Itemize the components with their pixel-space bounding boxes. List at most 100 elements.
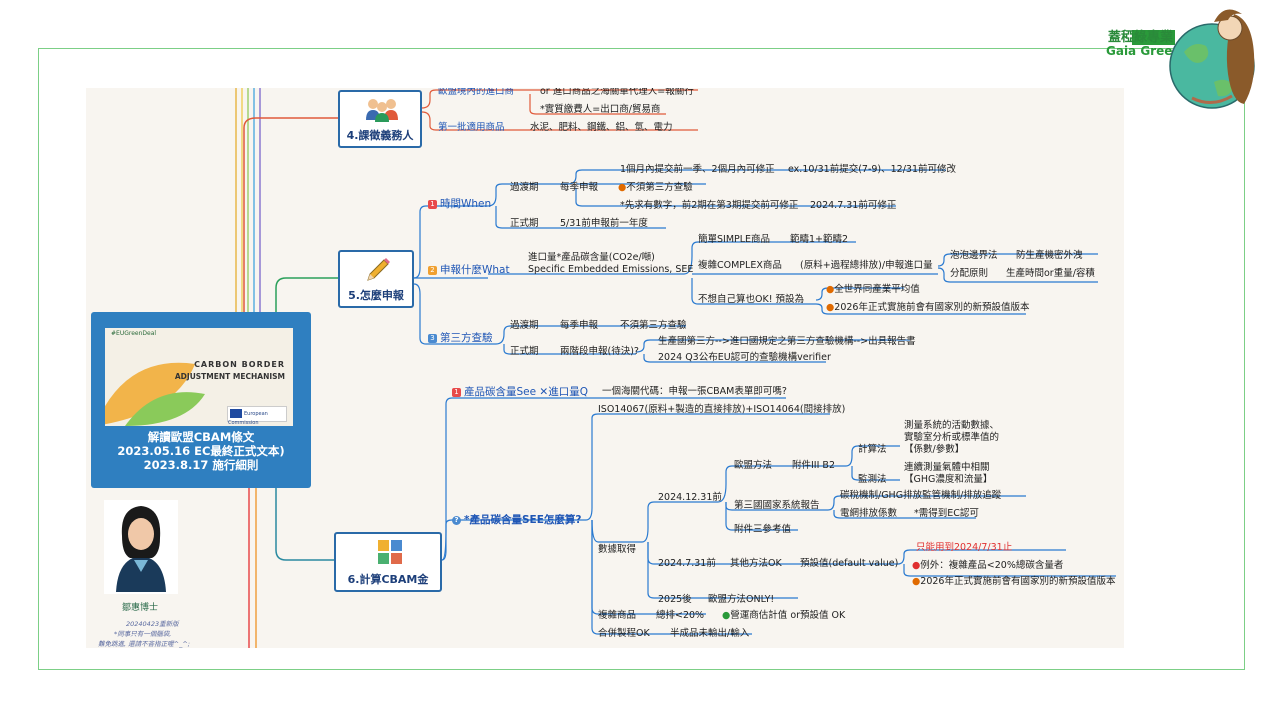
- sec5-third-transition: 過渡期: [510, 320, 539, 331]
- sec6-mon-1: 連續測量氣體中相關: [904, 462, 990, 473]
- mindmap-links: [235, 88, 1116, 648]
- sec5-diy-2: ●2026年正式實施前會有國家別的新預設值版本: [826, 302, 1030, 313]
- sec6-calc-1: 測量系統的活動數據、: [904, 420, 1000, 431]
- central-topic-cbam[interactable]: #EUGreenDeal CARBON BORDER ADJUSTMENT ME…: [91, 312, 311, 488]
- sec5-simple: 簡單SIMPLE商品: [698, 234, 771, 245]
- sec6-d1: 2024.12.31前: [658, 492, 722, 503]
- sec5-diy: 不想自己算也OK! 預設為: [698, 294, 805, 305]
- sec4-goods: 水泥、肥料、鋼鐵、鋁、氫、電力: [530, 122, 673, 133]
- sec4-agent: or 進口商品之海關單代理人=報關行: [540, 88, 694, 97]
- brand-name-cn: 蓋稏綠專業: [1106, 30, 1176, 45]
- pencil-icon: [367, 258, 390, 281]
- author-name: 鄒惠博士: [122, 603, 159, 613]
- sec6-third-country-1: 碳稅機制/GHG排放監管機制/排放追蹤: [840, 490, 1002, 501]
- sec6-default-only: 只能用到2024/7/31止: [916, 542, 1013, 553]
- sec4-first-batch: 第一批適用商品: [438, 122, 505, 133]
- sec6-mon-2: 【GHG濃度和流量】: [904, 474, 993, 485]
- sec6-grid-1: *需得到EC認可: [914, 508, 979, 519]
- sec6-calc-2: 實驗室分析或標準值的: [904, 432, 1000, 443]
- sec6-calc-3: 【係數/參數】: [904, 444, 965, 455]
- sec6-complex: 複雜商品: [598, 610, 637, 621]
- cover-title-2: ADJUSTMENT MECHANISM: [174, 372, 285, 381]
- node-6-label: 6.計算CBAM金: [347, 573, 429, 586]
- sec6-default: 預設值(default value): [800, 558, 899, 569]
- sec5-third-no-verify: 不須第三方查驗: [620, 320, 687, 331]
- sec6-annex3: 附件三參考值: [734, 524, 792, 535]
- sec5-alloc-1: 生產時間or重量/容積: [1006, 268, 1095, 279]
- author-note-3: 難免跳進, 還請不吝指正喔^_^;: [98, 640, 190, 648]
- sec6-iso: ISO14067(原料+製造的直接排放)+ISO14064(間接排放): [598, 404, 846, 415]
- sec6-q1-a: 一個海關代碼：申報一張CBAM表單即可嗎?: [602, 386, 787, 397]
- sec5-alloc: 分配原則: [950, 268, 989, 279]
- sec6-mon: 監測法: [858, 474, 887, 485]
- sec5-complex: 複雜COMPLEX商品: [698, 260, 782, 271]
- sec5-when-2: ●不須第三方查驗: [618, 182, 693, 193]
- sec6-grid: 電網排放係數: [840, 508, 898, 519]
- sec6-d3: 2025後: [658, 594, 692, 605]
- sec6-merge: 合併製程OK: [598, 628, 650, 639]
- sec5-when-1: 1個月內提交前一季、2個月內可修正: [620, 164, 775, 175]
- sec5-transition: 過渡期: [510, 182, 539, 193]
- node-4-label: 4.課徵義務人: [346, 129, 414, 142]
- sec5-when-1b: ex.10/31前提交(7-9)、12/31前可修改: [788, 164, 957, 175]
- sec6-d2: 2024.7.31前: [658, 558, 716, 569]
- author-avatar-icon: [104, 500, 178, 594]
- cover-title-1: CARBON BORDER: [194, 360, 285, 369]
- topic-node-5-report[interactable]: 5.怎麼申報: [338, 250, 414, 308]
- sec6-default-new: ●2026年正式實施前會有國家別的新預設值版本: [912, 576, 1116, 587]
- sec6-third-country: 第三國國家系統報告: [734, 500, 820, 511]
- sec5-complex-1: (原料+過程總排放)/申報進口量: [800, 260, 933, 271]
- sec6-annex-b2: 附件III B2: [792, 460, 835, 471]
- author-photo: [104, 500, 178, 594]
- people-group-icon: [366, 99, 398, 122]
- sec6-other: 其他方法OK: [730, 558, 782, 569]
- center-title-line3: 2023.8.17 施行細則: [143, 458, 259, 472]
- sec4-real-payer: *實質繳費人=出口商/貿易商: [540, 104, 661, 115]
- sec6-d3-a: 歐盟方法ONLY!: [708, 594, 775, 605]
- mindmap-canvas: #EUGreenDeal CARBON BORDER ADJUSTMENT ME…: [86, 88, 1124, 648]
- globe-girl-icon: [1169, 9, 1255, 109]
- sec5-diy-1: ●全世界同產業平均值: [826, 284, 920, 295]
- sec5-when-3b: 2024.7.31前可修正: [810, 200, 897, 211]
- sec5-simple-1: 範疇1+範疇2: [790, 234, 849, 245]
- node-5-label: 5.怎麼申報: [348, 289, 404, 302]
- sec5-formal-1: 5/31前申報前一年度: [560, 218, 648, 229]
- author-note-2: *同事只有一個腦袋,: [114, 630, 172, 638]
- sec6-data: 數據取得: [598, 544, 637, 555]
- sec5-what-2: Specific Embedded Emissions, SEE: [528, 264, 694, 275]
- sec6-eu-method: 歐盟方法: [734, 460, 773, 471]
- center-title-line1: 解讀歐盟CBAM條文: [147, 430, 255, 444]
- sec6-complex-1: 總排<20%: [656, 610, 705, 621]
- eu-logo: European Commission: [227, 406, 287, 426]
- sec5-third-two-2: 2024 Q3公布EU認可的查驗機構verifier: [658, 352, 831, 363]
- sec5-quarterly: 每季申報: [560, 182, 599, 193]
- sec6-calc: 計算法: [858, 444, 887, 455]
- sec6-complex-2: ●營運商估計值 or預設值 OK: [722, 610, 846, 621]
- sec5-third-quarterly: 每季申報: [560, 320, 599, 331]
- brand-name-en: Gaia Green: [1106, 44, 1181, 58]
- topic-node-6-calc[interactable]: 6.計算CBAM金: [334, 532, 442, 592]
- sec4-importer: 歐盟境內的進口商: [438, 88, 515, 97]
- slide-frame: [38, 48, 1245, 670]
- sec5-third-two-1: 生產國第三方-->進口國規定之第三方查驗機構-->出具報告書: [658, 336, 916, 347]
- sec5-when-3: *先求有數字，前2期在第3期提交前可修正: [620, 200, 799, 211]
- sec5-third-formal: 正式期: [510, 346, 539, 357]
- leaf-graphic-icon: [105, 362, 205, 426]
- sec5-what-1: 進口量*產品碳含量(CO2e/噸): [528, 252, 655, 263]
- puzzle-icon: [378, 540, 402, 564]
- sec6-default-exception: ●例外：複雜產品<20%總碳含量者: [912, 560, 1064, 571]
- sec5-third-two-stage: 兩階段申報(待決)?: [560, 346, 639, 357]
- author-note-1: 20240423重新版: [126, 620, 179, 628]
- topic-node-4-obligor[interactable]: 4.課徵義務人: [338, 90, 422, 148]
- sec6-q2: ?*產品碳含量SEE怎麼算?: [452, 514, 582, 526]
- sec5-bubble: 泡泡邊界法: [950, 250, 998, 261]
- sec5-formal: 正式期: [510, 218, 539, 229]
- center-title-line2: 2023.05.16 EC最終正式文本): [117, 444, 285, 458]
- sec5-bubble-1: 防生產機密外洩: [1016, 250, 1083, 261]
- sec6-merge-1: 半成品未輸出/輸入: [670, 628, 750, 639]
- cbam-cover-image: #EUGreenDeal CARBON BORDER ADJUSTMENT ME…: [105, 320, 293, 426]
